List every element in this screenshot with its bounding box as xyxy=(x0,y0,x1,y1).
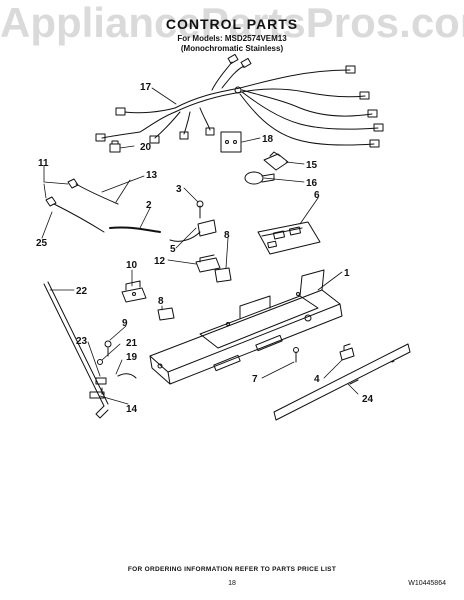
callout-12: 12 xyxy=(154,256,166,267)
callout-labels: 17 18 20 15 16 11 13 3 6 2 5 25 8 10 12 … xyxy=(36,82,374,415)
callout-9: 9 xyxy=(122,318,128,329)
housing-screw xyxy=(293,347,299,363)
sensor-wires-left xyxy=(45,178,119,233)
model-subtitle: For Models: MSD2574VEM13 (Monochromatic … xyxy=(100,34,364,54)
callout-5: 5 xyxy=(170,244,176,255)
small-fasteners xyxy=(89,340,137,399)
callout-23: 23 xyxy=(76,336,88,347)
bracket-plate xyxy=(220,131,242,153)
callout-25: 25 xyxy=(36,238,48,249)
document-number: W10445864 xyxy=(408,580,446,587)
callout-19: 19 xyxy=(126,352,138,363)
tube xyxy=(109,226,161,233)
callout-3: 3 xyxy=(176,184,182,195)
model-line: For Models: MSD2574VEM13 xyxy=(177,34,287,43)
watermark: AppliancePartsPros.com xyxy=(0,0,464,46)
callout-10: 10 xyxy=(126,260,138,271)
callout-7: 7 xyxy=(252,374,258,385)
callout-24: 24 xyxy=(362,394,374,405)
page-number: 18 xyxy=(228,580,236,587)
control-board xyxy=(257,221,321,255)
control-housing xyxy=(149,269,343,385)
callout-1: 1 xyxy=(344,268,350,279)
label-upper xyxy=(214,267,232,283)
ordering-note: FOR ORDERING INFORMATION REFER TO PARTS … xyxy=(127,566,337,573)
switch-assembly xyxy=(169,200,217,242)
callout-21: 21 xyxy=(126,338,138,349)
control-trim-strip xyxy=(273,343,411,421)
callout-8-upper: 8 xyxy=(224,230,230,241)
callout-6: 6 xyxy=(314,190,320,201)
callout-15: 15 xyxy=(306,160,318,171)
page-title: CONTROL PARTS xyxy=(165,16,299,32)
relay-component xyxy=(195,254,221,273)
callout-8-lower: 8 xyxy=(158,296,164,307)
callout-16: 16 xyxy=(306,178,318,189)
callout-11: 11 xyxy=(38,158,49,169)
variant-line: (Monochromatic Stainless) xyxy=(180,44,284,53)
bracket-component xyxy=(121,280,147,303)
callout-4: 4 xyxy=(314,374,320,385)
callout-2: 2 xyxy=(146,200,152,211)
label-lower xyxy=(157,307,175,321)
callout-13: 13 xyxy=(146,170,158,181)
callout-20: 20 xyxy=(140,142,152,153)
callout-22: 22 xyxy=(76,286,88,297)
callout-17: 17 xyxy=(140,82,152,93)
callout-18: 18 xyxy=(262,134,274,145)
harness-clip xyxy=(109,140,121,153)
housing-clip xyxy=(339,343,355,361)
wire-harness xyxy=(95,53,384,148)
callout-14: 14 xyxy=(126,404,138,415)
leader-lines xyxy=(41,87,359,405)
light-socket-and-bulb xyxy=(244,151,289,185)
